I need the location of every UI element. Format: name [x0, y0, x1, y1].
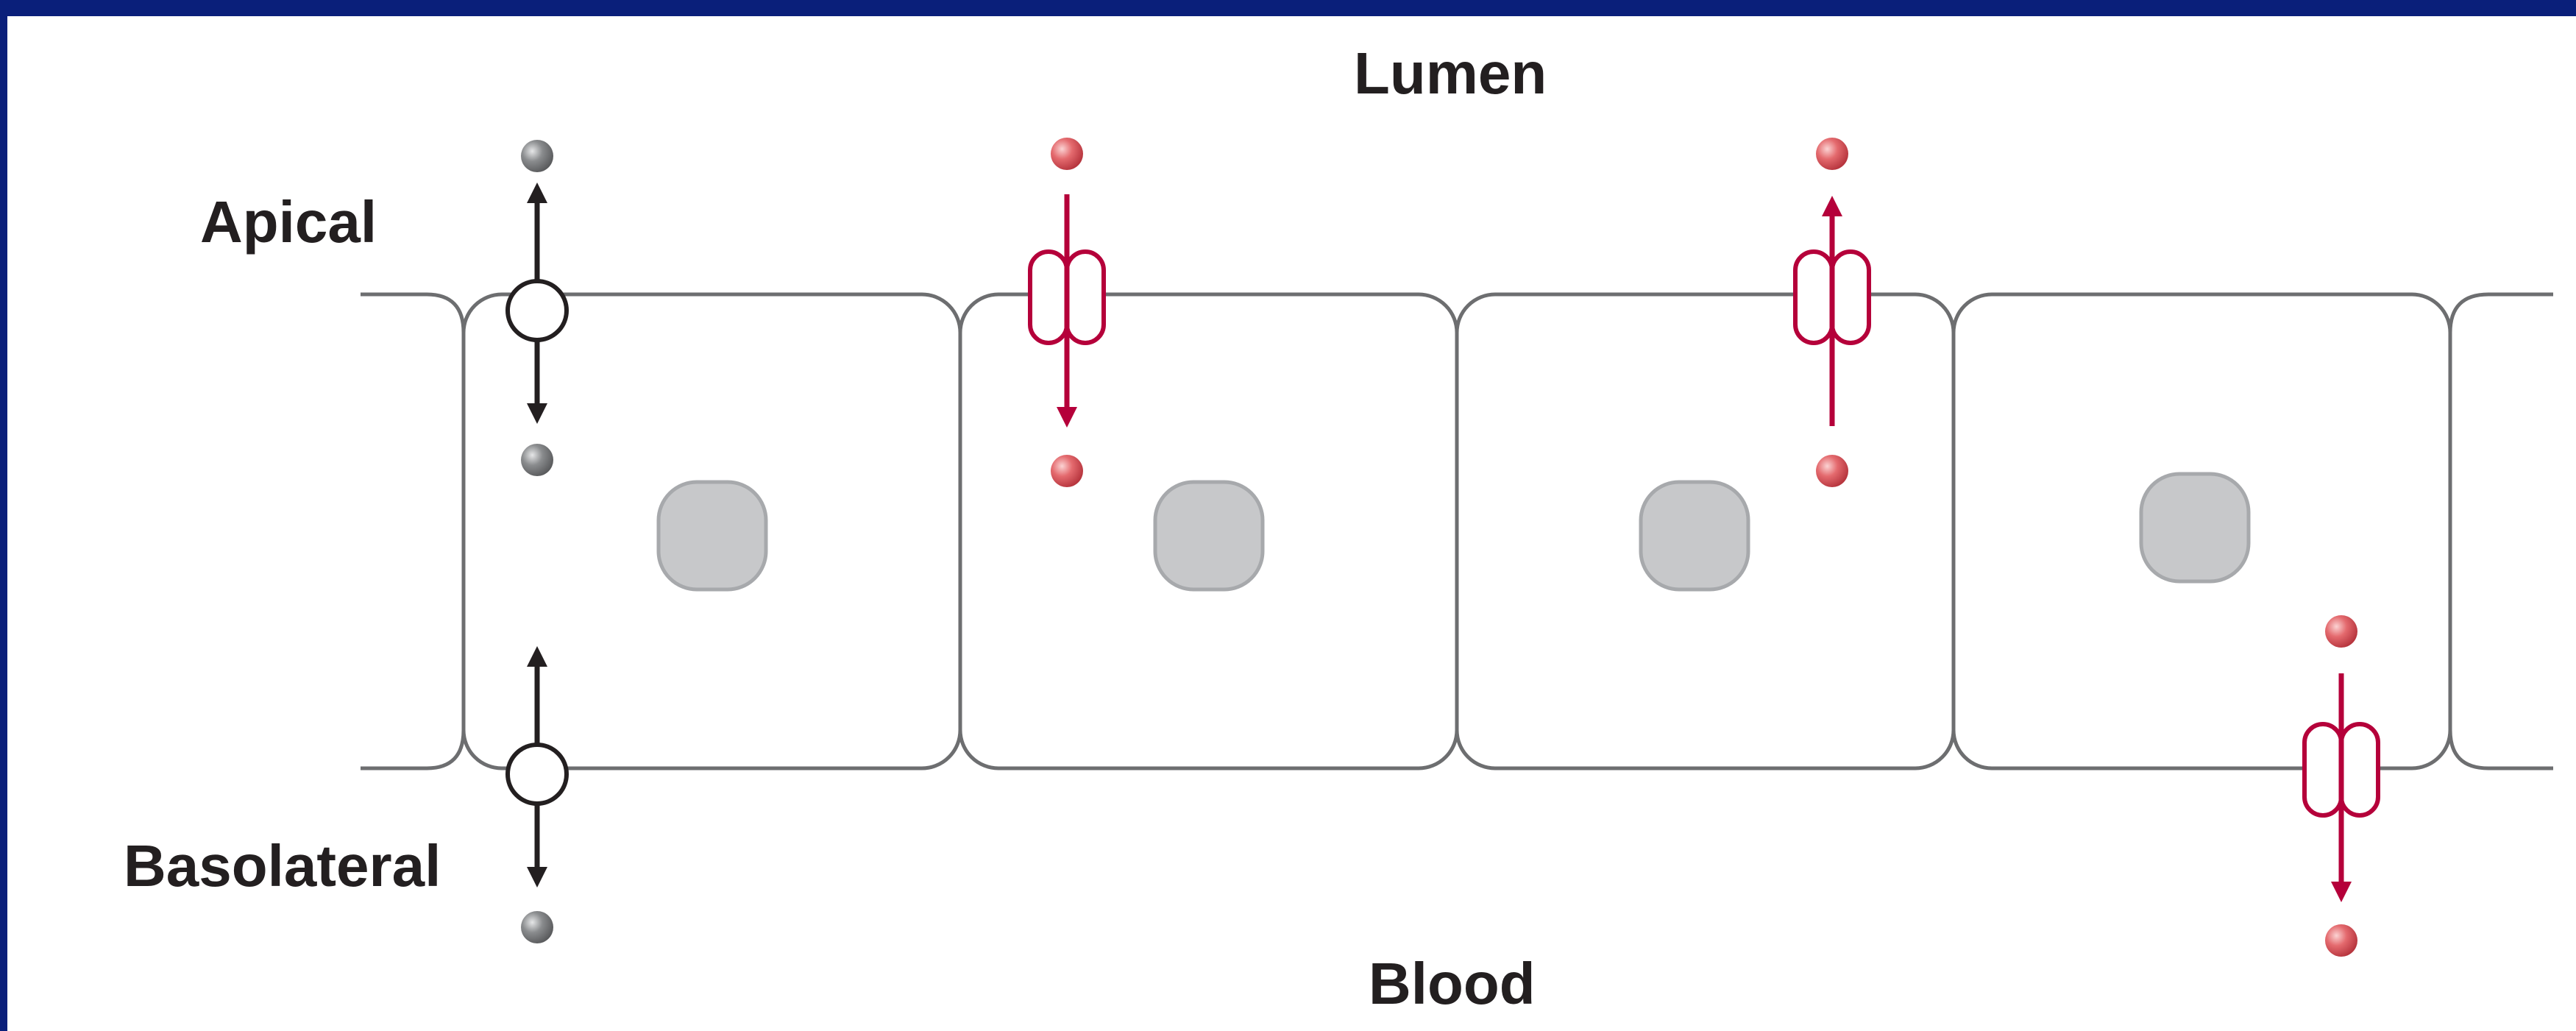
- cell-layer: [361, 292, 2553, 770]
- channel-absorption: [1028, 138, 1106, 487]
- solute-gray-icon: [521, 911, 553, 943]
- solute-gray-icon: [521, 140, 553, 172]
- solute-red-icon: [1051, 138, 1083, 170]
- lumen-label: Lumen: [1354, 40, 1547, 106]
- carrier-circle-icon: [505, 743, 569, 806]
- cell-partial-left: [361, 292, 466, 770]
- solute-red-icon: [1816, 455, 1848, 487]
- channel-basolateral-efflux: [2302, 615, 2380, 957]
- solute-red-icon: [2325, 924, 2357, 957]
- nucleus-1: [656, 480, 768, 592]
- apical-label: Apical: [200, 189, 377, 255]
- carrier-circle-icon: [505, 279, 569, 342]
- solute-gray-icon: [521, 444, 553, 476]
- diagram-canvas: Lumen Apical Basolateral Blood: [7, 16, 2576, 1031]
- nucleus-4: [2139, 472, 2251, 584]
- channel-icon: [2302, 722, 2343, 818]
- nucleus-3: [1639, 480, 1750, 592]
- channel-secretion: [1793, 138, 1871, 487]
- passive-transport-apical: [505, 140, 569, 476]
- epithelium-diagram: [361, 138, 2553, 957]
- channel-icon: [1028, 249, 1069, 345]
- blood-label: Blood: [1369, 951, 1536, 1016]
- passive-transport-basolateral: [505, 646, 569, 943]
- solute-red-icon: [1051, 455, 1083, 487]
- solute-red-icon: [2325, 615, 2357, 648]
- cell-partial-right: [2448, 292, 2553, 770]
- nuclei: [656, 472, 2251, 592]
- nucleus-2: [1153, 480, 1265, 592]
- basolateral-label: Basolateral: [124, 833, 441, 899]
- channel-icon: [1793, 249, 1834, 345]
- solute-red-icon: [1816, 138, 1848, 170]
